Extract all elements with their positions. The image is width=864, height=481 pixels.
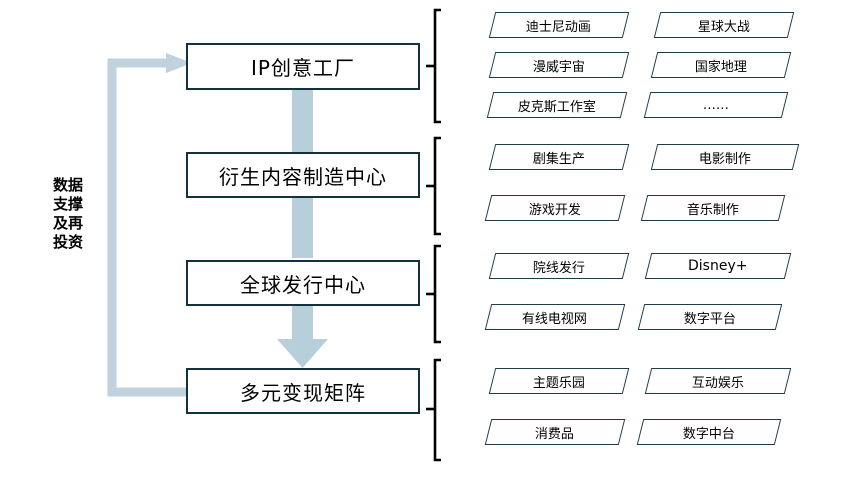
flow-arrow-1 [292, 90, 313, 154]
chip-item[interactable]: 迪士尼动画 [488, 12, 630, 38]
chip-item[interactable]: 国家地理 [650, 52, 792, 78]
chip-item[interactable]: 电影制作 [650, 144, 800, 170]
bracket-group-4 [426, 358, 441, 462]
chip-label: 互动娱乐 [691, 375, 744, 391]
chip-label: 剧集生产 [532, 151, 585, 167]
chip-label: 音乐制作 [686, 202, 739, 218]
side-label-reinvestment: 数据 支撑 及再 投资 [36, 176, 100, 252]
chip-label: 有线电视网 [522, 311, 588, 327]
reinvestment-loop-arrow [107, 53, 192, 397]
chip-item[interactable]: 音乐制作 [640, 195, 786, 221]
chip-item[interactable]: 互动娱乐 [644, 368, 792, 394]
chip-item[interactable]: 星球大战 [653, 12, 795, 38]
bracket-group-1 [426, 8, 441, 124]
chip-label: 星球大战 [697, 19, 750, 35]
chip-label: 数字中台 [682, 426, 735, 442]
chip-item[interactable]: 皮克斯工作室 [486, 92, 628, 118]
chip-label: 消费品 [535, 426, 575, 442]
side-label-line-1: 数据 [52, 176, 83, 194]
chip-item[interactable]: 剧集生产 [488, 144, 630, 170]
chip-item[interactable]: 消费品 [484, 419, 626, 445]
chip-label: Disney+ [688, 258, 748, 274]
stage-label: 衍生内容制造中心 [219, 164, 387, 189]
chip-label: …… [703, 97, 729, 113]
chip-label: 迪士尼动画 [526, 19, 592, 35]
stage-box-ip-creative-factory[interactable]: IP创意工厂 [186, 43, 420, 90]
stage-box-global-distribution-center[interactable]: 全球发行中心 [186, 260, 420, 306]
chip-item[interactable]: 数字中台 [636, 419, 782, 445]
chip-item[interactable]: 有线电视网 [484, 304, 626, 330]
flow-arrow-2 [292, 197, 313, 258]
chip-label: 漫威宇宙 [532, 59, 585, 75]
chip-item[interactable]: 主题乐园 [488, 368, 630, 394]
chip-item[interactable]: 数字平台 [637, 304, 783, 330]
bracket-group-3 [426, 244, 441, 344]
flow-arrow-3 [277, 305, 328, 368]
chip-item[interactable]: 院线发行 [488, 253, 630, 279]
chip-item[interactable]: Disney+ [644, 253, 792, 279]
side-label-line-2: 支撑 [52, 195, 83, 213]
chip-item[interactable]: …… [643, 92, 789, 118]
stage-box-monetization-matrix[interactable]: 多元变现矩阵 [186, 368, 420, 414]
side-label-line-4: 投资 [52, 233, 83, 251]
chip-item[interactable]: 游戏开发 [484, 195, 626, 221]
chip-label: 国家地理 [694, 59, 747, 75]
side-label-line-3: 及再 [52, 214, 83, 232]
chip-label: 电影制作 [698, 151, 751, 167]
stage-box-derivative-content-center[interactable]: 衍生内容制造中心 [186, 152, 420, 198]
chip-label: 主题乐园 [532, 375, 585, 391]
chip-label: 数字平台 [683, 311, 736, 327]
stage-label: 全球发行中心 [240, 272, 366, 297]
chip-label: 皮克斯工作室 [517, 99, 596, 115]
chip-item[interactable]: 漫威宇宙 [488, 52, 630, 78]
bracket-group-2 [426, 136, 441, 236]
chip-label: 院线发行 [532, 260, 585, 276]
chip-label: 游戏开发 [528, 202, 581, 218]
stage-label: 多元变现矩阵 [240, 380, 366, 405]
stage-label: IP创意工厂 [251, 56, 355, 80]
